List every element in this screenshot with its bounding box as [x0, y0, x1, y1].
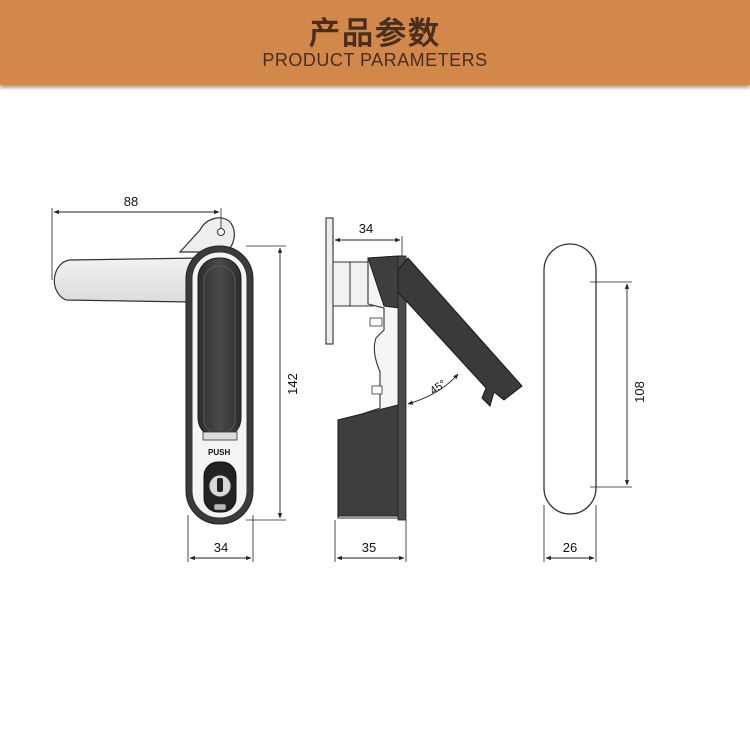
dim-height: 142	[285, 373, 300, 395]
side-mount-plate	[325, 217, 334, 345]
front-lever-arm	[53, 257, 201, 303]
dim-handle-length: 88	[124, 194, 138, 209]
side-lower-body	[337, 403, 403, 517]
angle-arc	[407, 373, 459, 405]
push-label: PUSH	[208, 448, 230, 457]
side-view: 45° 34 35	[325, 217, 523, 562]
side-shaft	[332, 261, 374, 307]
key-slot	[217, 478, 223, 492]
front-view: PUSH 88 142 34	[51, 194, 300, 562]
dim-seal-width: 26	[563, 540, 577, 555]
mounting-hole	[217, 228, 225, 236]
seal-gasket-outline	[543, 243, 597, 515]
dim-seal-length: 108	[632, 381, 647, 403]
dim-front-width: 34	[214, 540, 228, 555]
page-subtitle: PRODUCT PARAMETERS	[262, 50, 488, 70]
dim-depth: 35	[362, 540, 376, 555]
seal-view: 108 26	[543, 243, 647, 562]
dim-handle-offset: 34	[359, 221, 373, 236]
side-open-lever	[397, 257, 523, 407]
page-title: 产品参数	[309, 16, 441, 52]
header-banner: 产品参数 PRODUCT PARAMETERS	[0, 0, 750, 85]
